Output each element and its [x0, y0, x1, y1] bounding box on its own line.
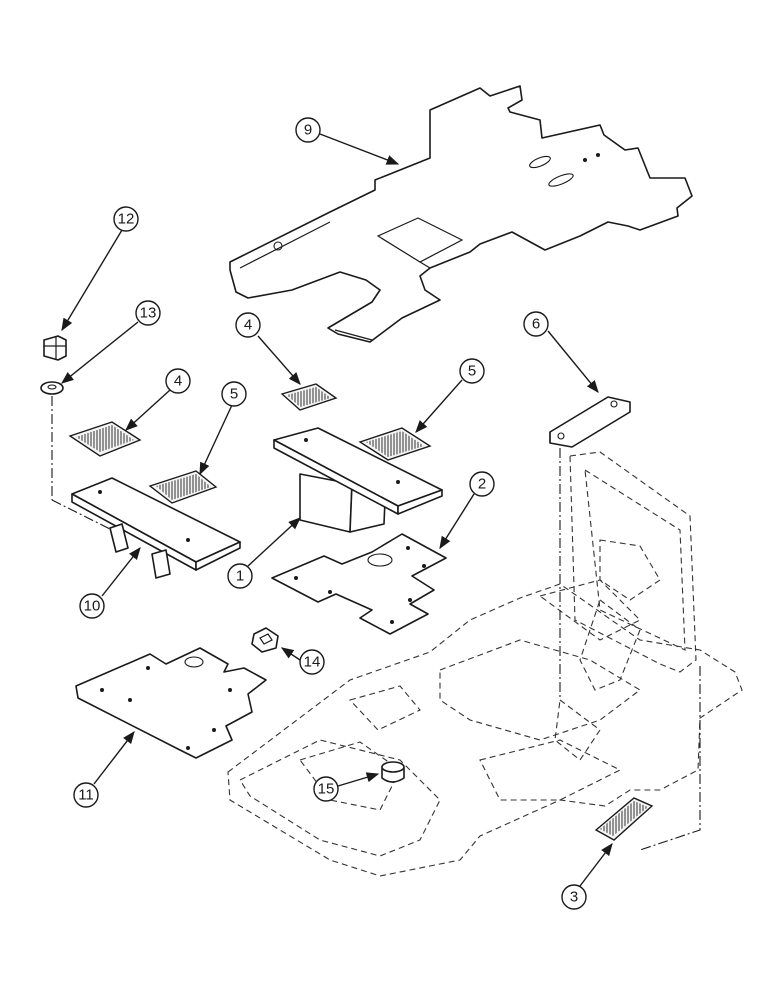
- pedal-cover-plate-part: [549, 396, 631, 448]
- callout-6-label: 6: [532, 316, 540, 333]
- leader-12: [61, 229, 123, 332]
- callout-2: 2: [469, 471, 495, 497]
- callout-4-center: 4: [235, 312, 261, 338]
- callout-4-left: 4: [165, 368, 191, 394]
- leader-9: [319, 133, 400, 165]
- left-plate-part: [75, 647, 267, 759]
- callout-3-label: 3: [570, 889, 578, 906]
- callout-5-left-label: 5: [230, 386, 238, 403]
- left-step-part: [71, 477, 241, 579]
- callout-12-label: 12: [118, 211, 135, 228]
- callout-14-label: 14: [304, 654, 321, 671]
- bolt-part: [43, 335, 67, 361]
- callout-4-left-label: 4: [174, 373, 182, 390]
- center-step-part: [273, 427, 443, 533]
- center-floor-mat-part: [280, 383, 338, 411]
- callout-15-label: 15: [318, 781, 335, 798]
- left-pedal-mat-part: [148, 470, 218, 504]
- callout-1: 1: [227, 563, 253, 589]
- leader-14: [280, 647, 301, 661]
- callout-11-label: 11: [78, 787, 94, 804]
- callout-13: 13: [135, 300, 161, 326]
- chain-line-6: [559, 448, 701, 851]
- callout-3: 3: [561, 884, 587, 910]
- leader-4b: [257, 335, 301, 385]
- clip-part: [251, 627, 279, 653]
- callout-1-label: 1: [236, 568, 244, 585]
- left-floor-mat-part: [68, 421, 142, 457]
- leader-2: [439, 493, 475, 550]
- callout-5-right-label: 5: [468, 363, 476, 380]
- callout-12: 12: [113, 206, 139, 232]
- cab-floor-frame-ghost: [227, 451, 743, 877]
- leader-6: [547, 330, 599, 393]
- leader-13: [61, 321, 139, 384]
- callout-5-right: 5: [459, 358, 485, 384]
- leader-5b: [415, 379, 463, 433]
- leader-3: [579, 842, 613, 887]
- callout-11: 11: [73, 782, 99, 808]
- callout-10-label: 10: [84, 598, 101, 615]
- leader-10: [101, 547, 141, 597]
- callout-10: 10: [79, 593, 105, 619]
- bolt-center-line-2: [51, 499, 113, 531]
- callout-4-center-label: 4: [244, 317, 252, 334]
- leader-11: [93, 731, 135, 785]
- floor-mat-part: [229, 85, 693, 343]
- rubber-bumper-part: [381, 761, 405, 783]
- leader-5a: [199, 404, 233, 476]
- callout-6: 6: [523, 311, 549, 337]
- leader-1: [247, 517, 301, 567]
- callout-14: 14: [299, 649, 325, 675]
- callout-9: 9: [295, 117, 321, 143]
- washer-part: [40, 381, 64, 395]
- callout-15: 15: [313, 776, 339, 802]
- callout-13-label: 13: [140, 305, 157, 322]
- center-plate-part: [271, 533, 447, 635]
- callout-9-label: 9: [304, 122, 312, 139]
- callout-2-label: 2: [478, 476, 486, 493]
- leader-4a: [125, 389, 171, 431]
- leader-15: [337, 772, 380, 787]
- pedal-pad-part: [594, 797, 654, 841]
- right-pedal-mat-part: [358, 427, 432, 461]
- callout-5-left: 5: [221, 381, 247, 407]
